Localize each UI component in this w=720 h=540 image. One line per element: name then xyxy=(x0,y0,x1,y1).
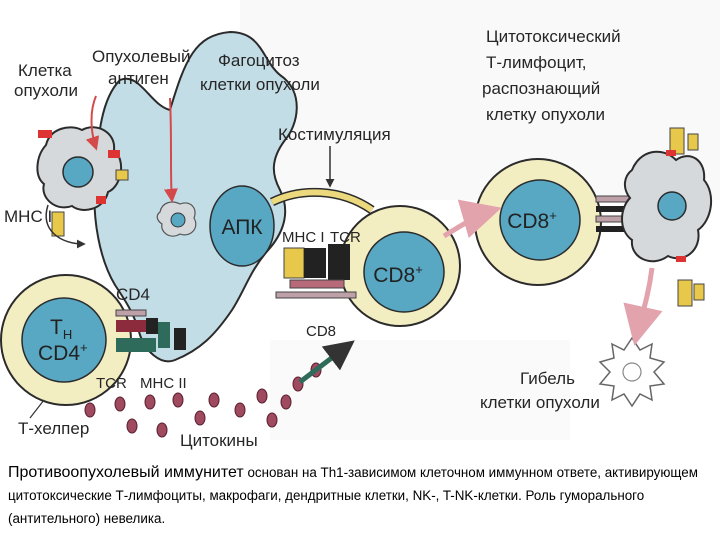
mhc1-tcr-complex xyxy=(275,244,357,299)
arrow-ctl-activation xyxy=(442,199,502,239)
arrow-ctl-kill xyxy=(623,267,663,346)
label-ctl-4: клетку опухоли xyxy=(486,105,605,124)
svg-text:CD4+: CD4+ xyxy=(38,340,88,365)
apc-cell xyxy=(93,30,298,363)
cd8-right-plus: + xyxy=(549,208,557,223)
th-nucleus xyxy=(21,297,107,383)
th-label-cd4: CD4 xyxy=(38,342,80,365)
tumor-antigen-markers-left xyxy=(38,130,129,237)
label-tcr-bottom: TCR xyxy=(96,375,127,392)
svg-text:CD8+: CD8+ xyxy=(373,262,423,287)
arrow-phagocytosis xyxy=(163,97,178,203)
svg-text:TH: TH xyxy=(50,316,72,342)
label-phagocytosis-2: клетки опухоли xyxy=(200,75,320,94)
th-label-h: H xyxy=(63,327,72,342)
apc-nucleus xyxy=(209,185,275,267)
th-label-plus: + xyxy=(80,340,88,355)
svg-text:CD8+: CD8+ xyxy=(507,208,557,233)
immunity-diagram: АПК CD8+ MHC I TCR CD8 CD8+ xyxy=(0,0,720,450)
label-t-helper: Т-хелпер xyxy=(18,419,89,438)
cd8-small-label: CD8 xyxy=(306,323,336,340)
tumor-antigen-markers-right xyxy=(666,127,705,307)
label-cytokines: Цитокины xyxy=(180,431,258,450)
arrow-tumor-to-apc xyxy=(45,204,86,249)
label-antigen-1: Опухолевый xyxy=(92,47,190,66)
th-apc-receptors xyxy=(115,309,186,352)
cd8-center-plus: + xyxy=(415,262,423,277)
tcr-center-label: TCR xyxy=(330,229,361,246)
label-cd4: CD4 xyxy=(116,285,150,304)
arrow-th-label xyxy=(29,399,45,419)
mhc1-center-label: MHC I xyxy=(282,229,325,246)
cd8-right-label: CD8 xyxy=(507,210,549,233)
label-phagocytosis-1: Фагоцитоз xyxy=(218,51,300,70)
figure-caption: Противоопухолевый иммунитет основан на T… xyxy=(8,461,714,530)
label-death-1: Гибель xyxy=(520,369,575,388)
label-tumor-cell-1: Клетка xyxy=(18,61,72,80)
th-label-t: T xyxy=(50,316,63,339)
background-texture xyxy=(240,0,720,440)
label-death-2: клетки опухоли xyxy=(480,393,600,412)
cd8-center-label: CD8 xyxy=(373,264,415,287)
ctl-nucleus-center xyxy=(363,231,445,313)
label-ctl-2: Т-лимфоцит, xyxy=(486,53,586,72)
label-tumor-cell-2: опухоли xyxy=(14,81,78,100)
caption-lead: Противоопухолевый иммунитет xyxy=(8,464,244,481)
label-antigen-2: антиген xyxy=(108,69,169,88)
caption-rest: основан на Th1-зависимом клеточном иммун… xyxy=(8,465,698,526)
label-ctl-3: распознающий xyxy=(482,79,600,98)
label-mhc2-bottom: MHC II xyxy=(140,375,187,392)
cytokines xyxy=(84,362,322,438)
label-ctl-1: Цитотоксический xyxy=(486,27,621,46)
arrow-antigen-label xyxy=(85,95,100,151)
label-mhc1-left: MHC I xyxy=(4,207,52,226)
apc-label: АПК xyxy=(221,216,263,239)
arrow-cytokines-to-ctl xyxy=(298,340,355,384)
label-costimulation: Костимуляция xyxy=(278,125,391,144)
